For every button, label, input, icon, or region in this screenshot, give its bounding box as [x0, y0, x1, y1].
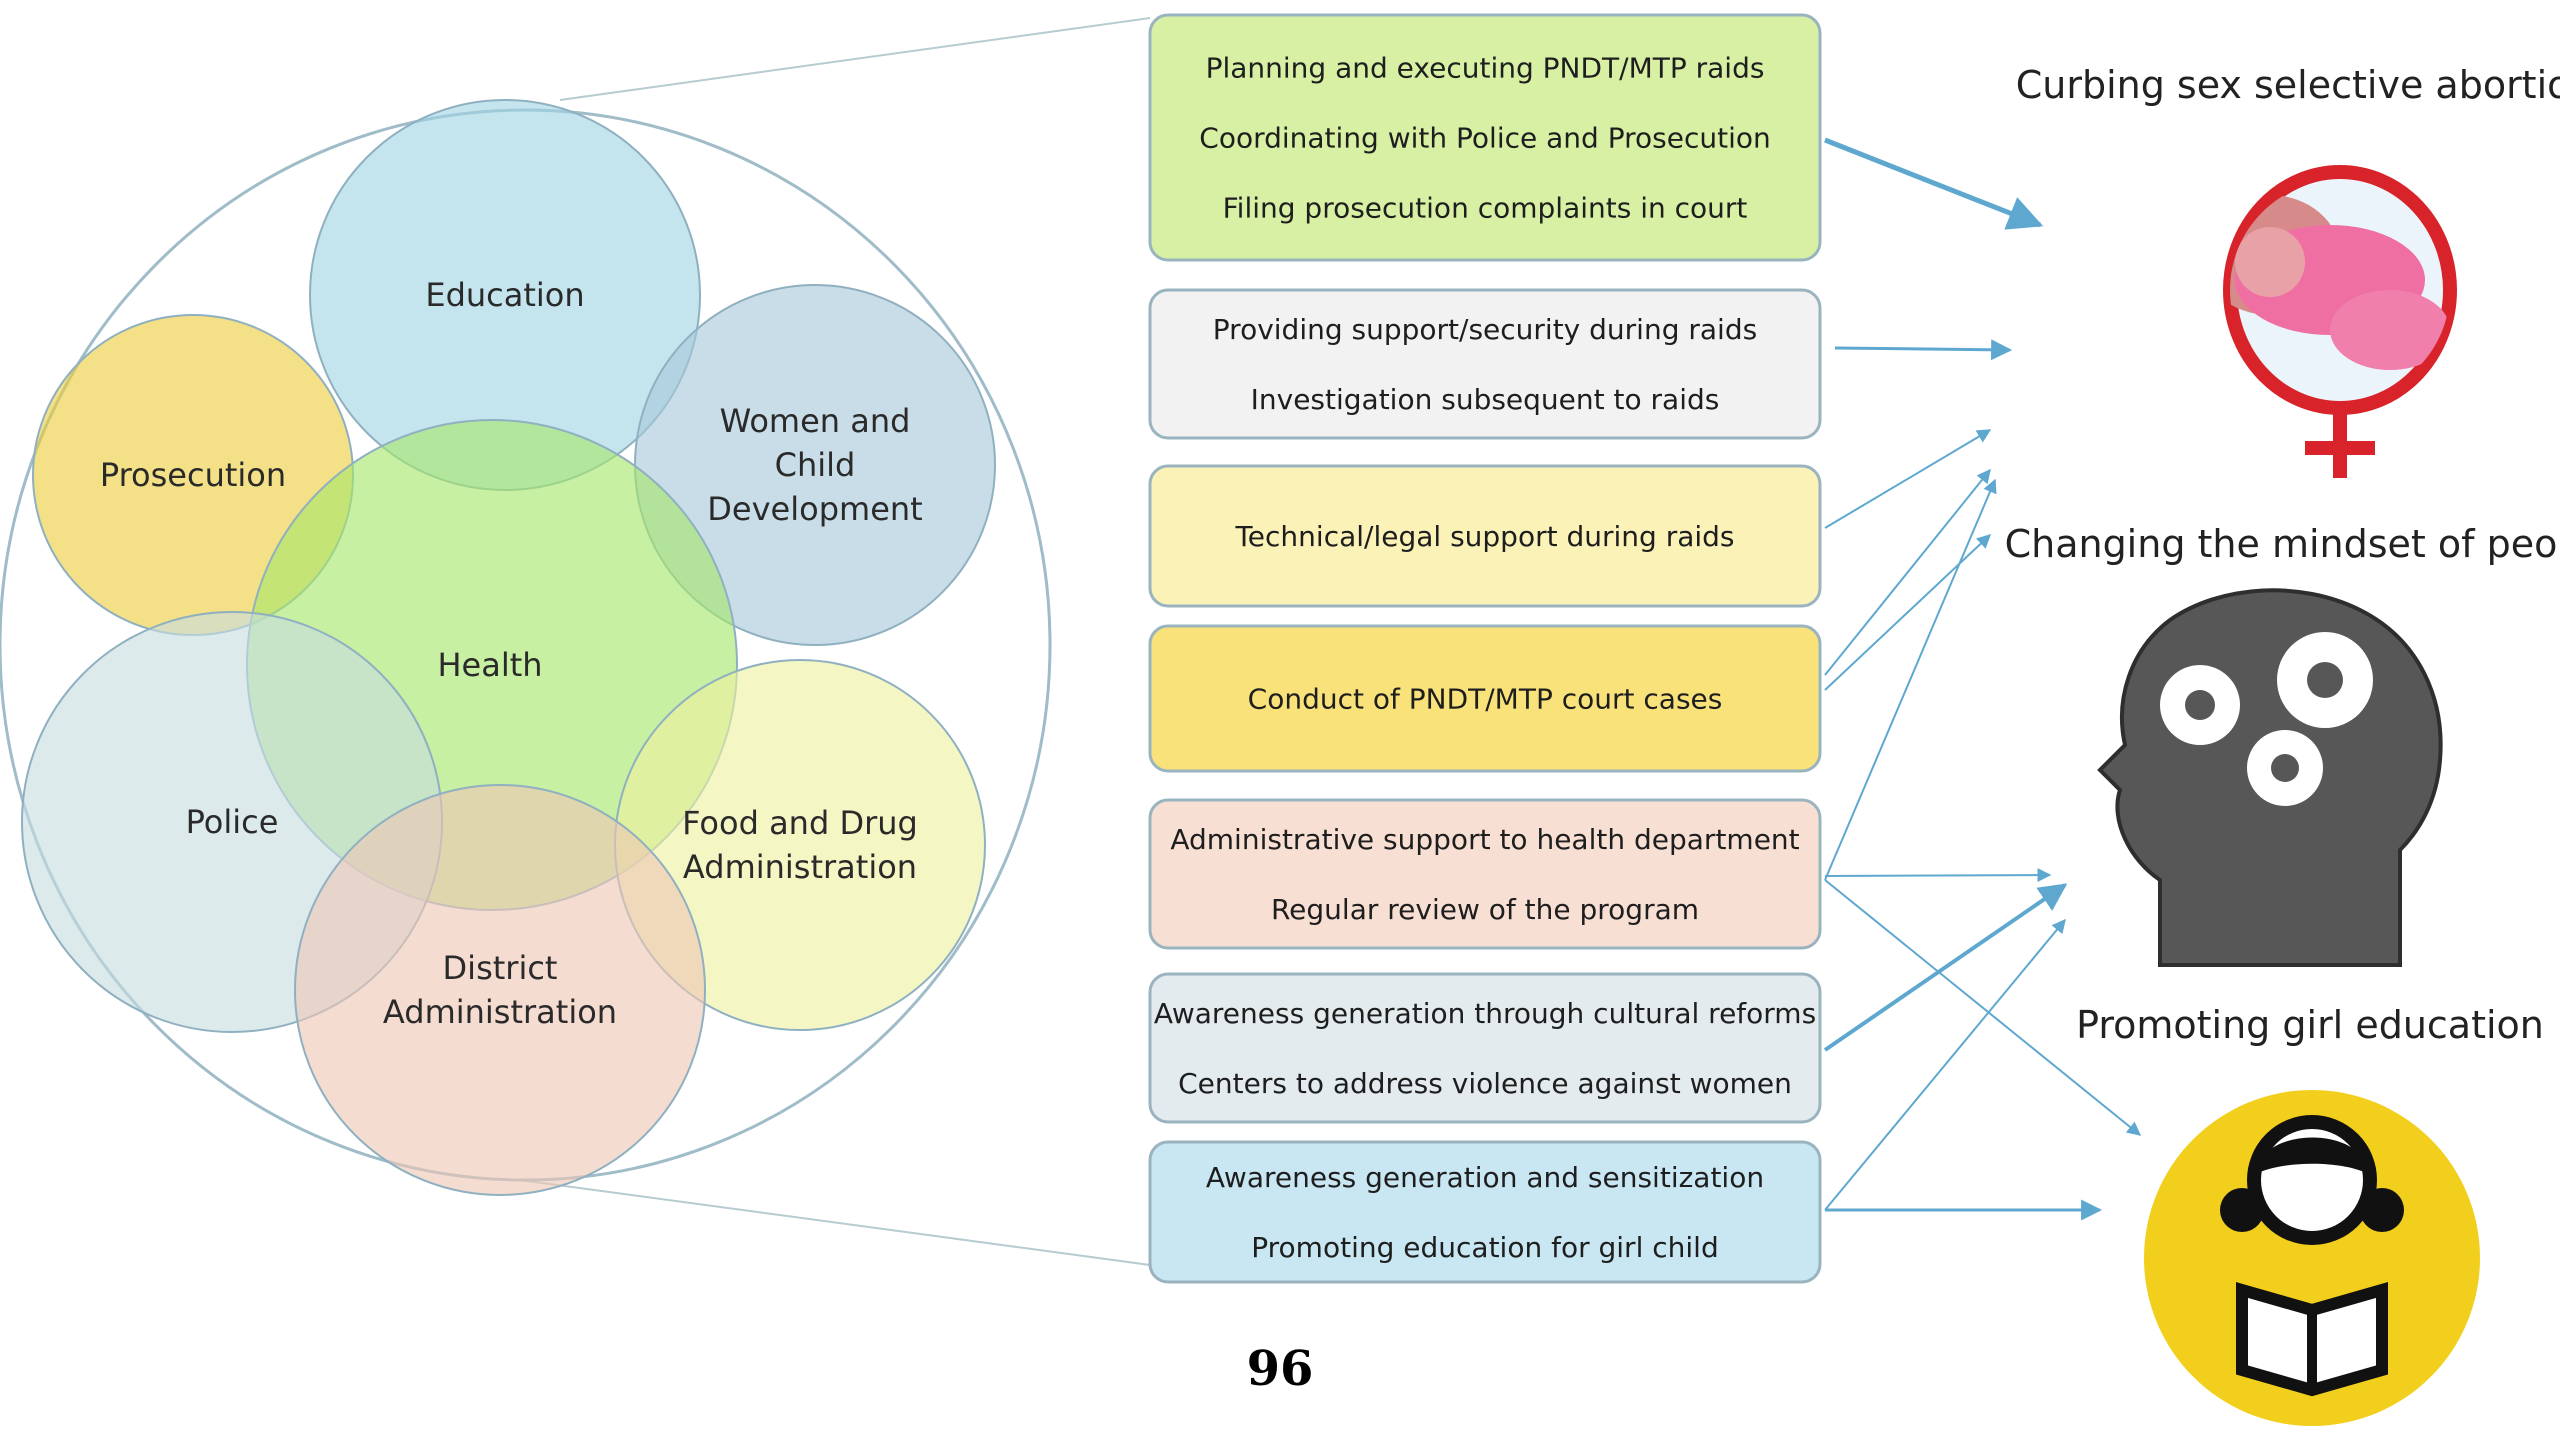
circle-label-education: Education: [425, 276, 584, 314]
arrow: [1824, 868, 2052, 883]
box-police: Providing support/security during raidsI…: [1148, 288, 1822, 440]
circle-label-health: Health: [437, 646, 542, 684]
box-line: Regular review of the program: [1271, 893, 1699, 926]
box-line: Awareness generation and sensitization: [1206, 1161, 1764, 1194]
box-women-child: Awareness generation through cultural re…: [1148, 972, 1822, 1124]
girl-reading-icon: [2144, 1090, 2480, 1426]
circle-label-district: District: [443, 949, 558, 987]
box-line: Investigation subsequent to raids: [1251, 383, 1720, 416]
box-background: [1148, 1140, 1822, 1284]
box-health: Planning and executing PNDT/MTP raidsCoo…: [1148, 13, 1822, 262]
arrow: [1824, 429, 1992, 529]
box-background: [1148, 13, 1822, 262]
arrow: [1823, 883, 2068, 1052]
arrow: [1824, 918, 2066, 1211]
box-line: Awareness generation through cultural re…: [1154, 997, 1816, 1030]
circle-label-women-child: Child: [775, 446, 856, 484]
box-food-drug: Technical/legal support during raids: [1148, 464, 1822, 608]
page-number: 96: [1247, 1341, 1314, 1397]
box-prosecution: Conduct of PNDT/MTP court cases: [1148, 624, 1822, 773]
box-line: Planning and executing PNDT/MTP raids: [1206, 52, 1765, 85]
box-background: [1148, 624, 1822, 773]
zoom-connector-lines: [519, 17, 1151, 1266]
box-line: Technical/legal support during raids: [1234, 520, 1734, 553]
box-background: [1148, 464, 1822, 608]
arrow: [1834, 339, 2013, 361]
responsibility-boxes: Planning and executing PNDT/MTP raidsCoo…: [1148, 13, 1822, 1284]
arrow: [1824, 478, 1997, 881]
outcome-label-mindset: Changing the mindset of people: [2005, 522, 2560, 566]
box-line: Providing support/security during raids: [1213, 313, 1757, 346]
box-line: Coordinating with Police and Prosecution: [1199, 122, 1770, 155]
box-district: Administrative support to health departm…: [1148, 798, 1822, 950]
head-gears-icon: [2097, 588, 2443, 967]
circle-label-police: Police: [186, 803, 279, 841]
box-background: [1148, 798, 1822, 950]
box-line: Conduct of PNDT/MTP court cases: [1248, 683, 1723, 716]
circle-label-women-child: Development: [707, 490, 922, 528]
box-line: Filing prosecution complaints in court: [1223, 192, 1748, 225]
circle-label-women-child: Women and: [720, 402, 911, 440]
box-line: Administrative support to health departm…: [1170, 823, 1799, 856]
arrow: [1824, 534, 1992, 691]
female-symbol-baby-icon: [2223, 165, 2457, 478]
outcome-label-education: Promoting girl education: [2076, 1003, 2544, 1047]
circle-district: [294, 784, 706, 1196]
arrow: [1824, 879, 2142, 1136]
outcome-label-abortions: Curbing sex selective abortions: [2016, 63, 2560, 107]
circle-label-food-drug: Food and Drug: [682, 804, 918, 842]
box-line: Centers to address violence against wome…: [1178, 1067, 1792, 1100]
outcome-arrows: [1823, 137, 2142, 1221]
arrow: [1824, 137, 2044, 230]
box-education: Awareness generation and sensitizationPr…: [1148, 1140, 1822, 1284]
circle-label-food-drug: Administration: [683, 848, 917, 886]
box-background: [1148, 288, 1822, 440]
arrow: [1824, 468, 1991, 676]
box-line: Promoting education for girl child: [1251, 1231, 1718, 1264]
circle-label-district: Administration: [383, 993, 617, 1031]
circle-label-prosecution: Prosecution: [100, 456, 286, 494]
box-background: [1148, 972, 1822, 1124]
